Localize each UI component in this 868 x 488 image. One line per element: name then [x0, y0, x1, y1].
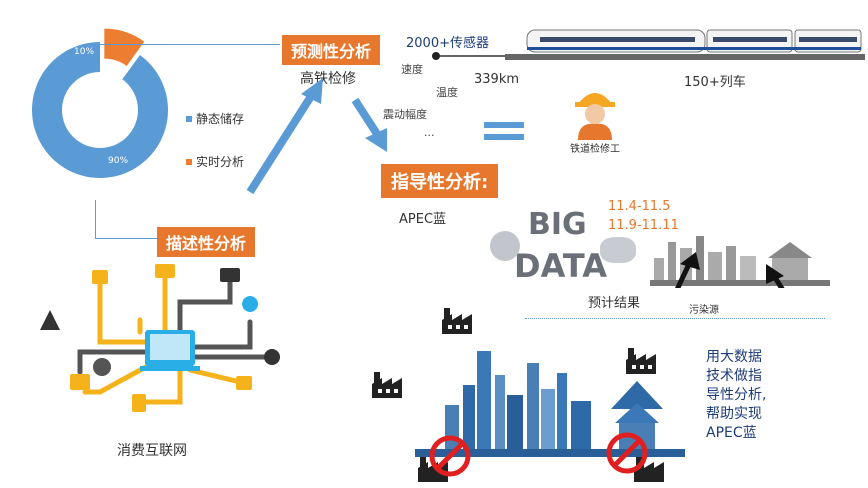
worker-icon	[575, 93, 615, 140]
apec-label: APEC蓝	[399, 212, 447, 227]
train-illustration	[432, 29, 865, 60]
skyline-blue	[415, 351, 685, 457]
bigdata-word-cloud: BIG DATA	[488, 207, 638, 292]
donut-label-realtime: 10%	[74, 47, 94, 57]
conclusion-line: 用大数据	[706, 349, 762, 365]
temperature-label: 温度	[436, 86, 458, 99]
train-icon	[505, 29, 865, 60]
donut-slice-realtime	[104, 28, 145, 66]
ellipsis-label: ...	[424, 126, 435, 139]
connector-line-left-vertical	[95, 200, 96, 238]
trains-count-label: 150+列车	[684, 75, 746, 90]
flow-arrows	[246, 78, 387, 195]
factory-icon	[372, 372, 402, 398]
word-cloud-fill-2	[600, 237, 636, 263]
legend-label: 实时分析	[196, 155, 245, 169]
speed-label: 速度	[401, 63, 423, 76]
no-pollution-icon	[429, 435, 471, 477]
predictive-analysis-title: 预测性分析	[282, 35, 381, 65]
donut-slice-static	[31, 42, 169, 179]
device-icons	[40, 264, 280, 412]
legend-item-static: 静态储存	[186, 110, 244, 127]
iot-network-diagram	[40, 264, 280, 412]
conclusion-line: 技术做指	[706, 368, 762, 384]
equals-sign-lower	[484, 134, 524, 140]
storage-donut-chart: 90% 10%	[31, 28, 169, 179]
connector-line-top	[100, 44, 280, 45]
word-cloud-fill	[490, 231, 520, 261]
legend-item-realtime: 实时分析	[186, 153, 244, 170]
conclusion-text: 用大数据 技术做指 导性分析, 帮助实现 APEC蓝	[706, 348, 766, 443]
equals-sign	[484, 122, 524, 128]
skyline-gray	[650, 236, 830, 288]
sensors-label: 2000+传感器	[406, 36, 489, 51]
factory-icon	[442, 308, 472, 334]
descriptive-analysis-title: 描述性分析	[157, 227, 256, 257]
conclusion-line: APEC蓝	[706, 425, 757, 441]
guiding-analysis-title: 指导性分析:	[381, 164, 499, 198]
conclusion-line: 导性分析,	[706, 387, 767, 403]
no-pollution-icon	[606, 432, 648, 474]
conclusion-line: 帮助实现	[706, 406, 762, 422]
bigdata-word-big: BIG	[528, 207, 587, 242]
dotted-separator	[525, 318, 825, 319]
connector-line-left-horizontal	[95, 238, 157, 239]
legend: 静态储存 实时分析	[186, 110, 244, 170]
forecast-label: 预计结果	[588, 296, 641, 311]
donut-label-static: 90%	[108, 156, 128, 166]
legend-swatch	[186, 115, 192, 122]
pollution-source-label: 污染源	[689, 305, 719, 316]
legend-swatch	[186, 158, 192, 165]
predictive-subtitle: 高铁检修	[300, 71, 356, 87]
arrow-up-to-predictive	[246, 87, 319, 195]
bigdata-word-data: DATA	[514, 247, 607, 285]
vibration-label: 震动幅度	[383, 108, 427, 121]
legend-label: 静态储存	[196, 112, 245, 126]
worker-label: 铁道检修工	[570, 144, 620, 155]
date-range-2: 11.9-11.11	[608, 218, 679, 233]
arrow-down-to-guiding	[351, 97, 381, 137]
date-range-1: 11.4-11.5	[608, 199, 671, 214]
iot-label: 消费互联网	[117, 443, 187, 459]
distance-label: 339km	[474, 72, 520, 87]
factory-icon	[626, 348, 656, 374]
